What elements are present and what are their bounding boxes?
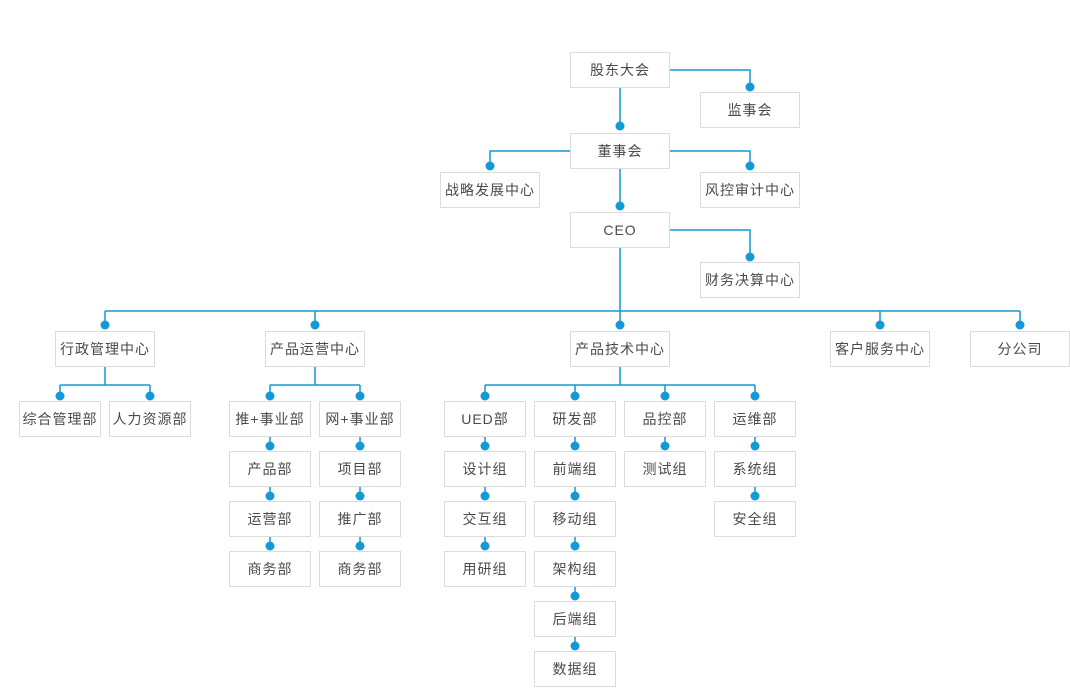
node-maintenance-dept: 运维部 [714,401,796,437]
node-tui-plus-division: 推+事业部 [229,401,311,437]
node-strategy-dev-center: 战略发展中心 [440,172,540,208]
node-business-dept-right: 商务部 [319,551,401,587]
node-test-group: 测试组 [624,451,706,487]
node-project-dept: 项目部 [319,451,401,487]
node-shareholders-meeting: 股东大会 [570,52,670,88]
node-board-of-directors: 董事会 [570,133,670,169]
node-frontend-group: 前端组 [534,451,616,487]
node-user-research-group: 用研组 [444,551,526,587]
node-system-group: 系统组 [714,451,796,487]
node-architecture-group: 架构组 [534,551,616,587]
node-finance-center: 财务决算中心 [700,262,800,298]
node-general-mgmt-dept: 综合管理部 [19,401,101,437]
node-security-group: 安全组 [714,501,796,537]
node-product-dept: 产品部 [229,451,311,487]
node-rnd-dept: 研发部 [534,401,616,437]
node-promotion-dept: 推广部 [319,501,401,537]
node-qc-dept: 品控部 [624,401,706,437]
node-interaction-group: 交互组 [444,501,526,537]
node-branch-company: 分公司 [970,331,1070,367]
node-customer-service-center: 客户服务中心 [830,331,930,367]
node-operations-dept: 运营部 [229,501,311,537]
node-data-group: 数据组 [534,651,616,687]
node-supervisory-board: 监事会 [700,92,800,128]
node-backend-group: 后端组 [534,601,616,637]
node-admin-center: 行政管理中心 [55,331,155,367]
node-risk-audit-center: 风控审计中心 [700,172,800,208]
connector-dots [55,82,1025,651]
node-design-group: 设计组 [444,451,526,487]
node-ceo: CEO [570,212,670,248]
node-wang-plus-division: 网+事业部 [319,401,401,437]
node-hr-dept: 人力资源部 [109,401,191,437]
node-product-tech-center: 产品技术中心 [570,331,670,367]
node-product-ops-center: 产品运营中心 [265,331,365,367]
node-business-dept-left: 商务部 [229,551,311,587]
node-ued-dept: UED部 [444,401,526,437]
node-mobile-group: 移动组 [534,501,616,537]
